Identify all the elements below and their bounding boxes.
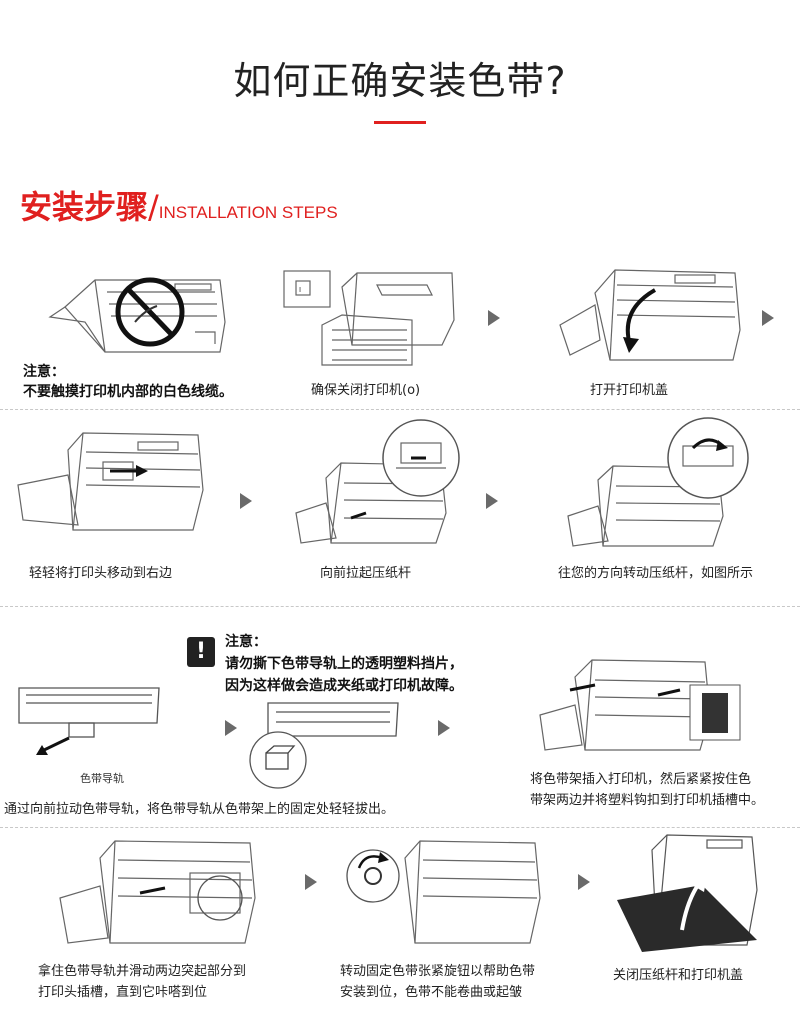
printer-closed-illustration: I bbox=[283, 270, 455, 366]
close-lid-illustration bbox=[617, 834, 758, 952]
row1-step2-caption: 确保关闭打印机(o) bbox=[311, 383, 421, 398]
row2-step3-caption: 往您的方向转动压纸杆，如图所示 bbox=[558, 566, 754, 581]
insert-ribbon-illustration bbox=[539, 659, 741, 751]
ribbon-guide-label: 色带导轨 bbox=[80, 772, 124, 785]
note-text: 不要触摸打印机内部的白色线缆。 bbox=[23, 384, 233, 400]
printer-rotate-lever-illustration bbox=[567, 417, 749, 547]
row4-step1-caption-line1: 拿住色带导轨并滑动两边突起部分到 bbox=[38, 964, 247, 979]
warning-title: 注意： bbox=[225, 634, 267, 650]
step-arrow-icon bbox=[488, 310, 500, 326]
rotate-arrow-icon bbox=[625, 288, 657, 346]
row1-step3-caption: 打开打印机盖 bbox=[590, 383, 669, 398]
row3-step3-caption-line2: 带架两边并将塑料钩扣到打印机插槽中。 bbox=[530, 793, 765, 808]
step-arrow-icon bbox=[225, 720, 237, 736]
ribbon-cartridge-illustration bbox=[18, 687, 160, 755]
printer-head-right-illustration bbox=[17, 432, 204, 531]
row-divider bbox=[0, 409, 800, 410]
row-divider bbox=[0, 606, 800, 607]
tension-knob-illustration bbox=[346, 840, 541, 944]
row4-step1-caption-line2: 打印头插槽，直到它咔嗒到位 bbox=[38, 985, 208, 1000]
page-title: 如何正确安装色带? bbox=[233, 59, 567, 103]
title-underline bbox=[374, 121, 426, 124]
step-arrow-icon bbox=[305, 874, 317, 890]
row3-step1-caption: 通过向前拉动色带导轨，将色带导轨从色带架上的固定处轻轻拔出。 bbox=[4, 802, 395, 817]
knob-rotate-icon bbox=[357, 852, 389, 885]
power-switch-icon bbox=[295, 280, 311, 296]
ribbon-guide-removed-illustration bbox=[249, 702, 399, 789]
printer-pull-lever-illustration bbox=[295, 419, 460, 544]
no-touch-icon bbox=[115, 277, 185, 347]
warning-line2: 因为这样做会造成夹纸或打印机故障。 bbox=[225, 678, 463, 694]
warning-icon: ! bbox=[187, 637, 215, 667]
step-arrow-icon bbox=[438, 720, 450, 736]
ribbon-guide-detail bbox=[265, 752, 289, 770]
section-title-cn: 安装步骤 bbox=[20, 188, 149, 226]
step-arrow-icon bbox=[578, 874, 590, 890]
step-arrow-icon bbox=[762, 310, 774, 326]
printer-open-lid-illustration bbox=[559, 269, 741, 361]
printer-no-touch-illustration bbox=[48, 277, 226, 353]
warning-line1: 请勿撕下色带导轨上的透明塑料挡片， bbox=[225, 656, 463, 672]
row4-step2-caption-line1: 转动固定色带张紧旋钮以帮助色带 bbox=[340, 964, 536, 979]
row2-step2-caption: 向前拉起压纸杆 bbox=[320, 566, 412, 581]
note-title: 注意： bbox=[23, 364, 65, 380]
row2-step1-caption: 轻轻将打印头移动到右边 bbox=[29, 566, 173, 581]
step-arrow-icon bbox=[486, 493, 498, 509]
step-arrow-icon bbox=[240, 493, 252, 509]
section-heading: 安装步骤/INSTALLATION STEPS bbox=[20, 182, 338, 228]
section-title-separator: / bbox=[148, 188, 159, 226]
slide-ribbon-guide-illustration bbox=[59, 840, 256, 944]
row-divider bbox=[0, 827, 800, 828]
section-title-en: INSTALLATION STEPS bbox=[158, 203, 338, 222]
row4-step3-caption: 关闭压纸杆和打印机盖 bbox=[613, 968, 744, 983]
row4-step2-caption-line2: 安装到位，色带不能卷曲或起皱 bbox=[340, 985, 523, 1000]
row3-step3-caption-line1: 将色带架插入打印机，然后紧紧按住色 bbox=[530, 772, 752, 787]
svg-text:I: I bbox=[299, 286, 301, 294]
